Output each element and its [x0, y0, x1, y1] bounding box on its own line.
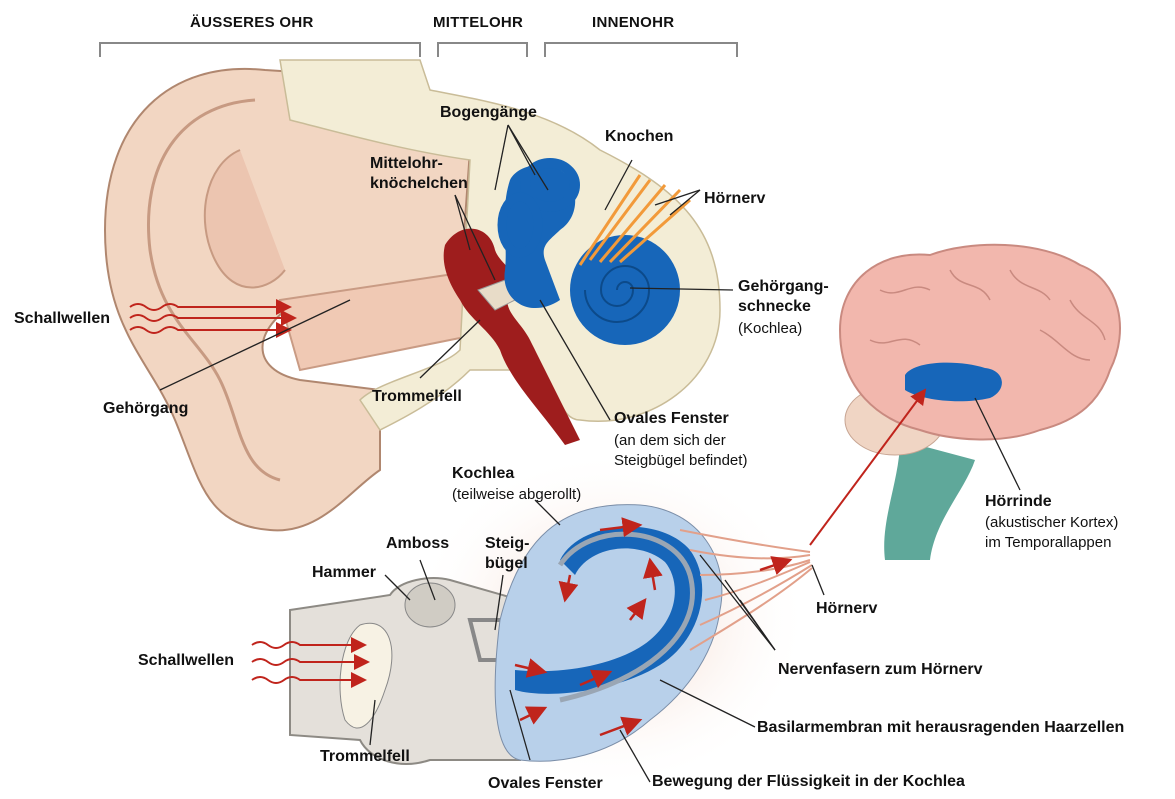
- label-trommelfell-top: Trommelfell: [372, 388, 462, 406]
- label-mittelohr-line1: Mittelohr-: [370, 155, 443, 173]
- label-trommelfell-bottom: Trommelfell: [320, 748, 410, 766]
- label-kochlea-bottom: Kochlea: [452, 465, 514, 483]
- label-bogengaenge: Bogengänge: [440, 104, 537, 122]
- label-ovales-fenster-note2: Steigbügel befindet): [614, 452, 747, 469]
- label-hoerrinde-note1: (akustischer Kortex): [985, 514, 1118, 531]
- label-schallwellen-bottom: Schallwellen: [138, 652, 234, 670]
- label-nervenfasern: Nervenfasern zum Hörnerv: [778, 661, 983, 679]
- label-mittelohr-line2: knöchelchen: [370, 175, 468, 193]
- section-brackets: [100, 43, 737, 57]
- label-ovales-fenster-bottom: Ovales Fenster: [488, 775, 603, 793]
- header-middle-ear: MITTELOHR: [433, 14, 523, 31]
- label-bewegung: Bewegung der Flüssigkeit in der Kochlea: [652, 773, 965, 791]
- label-schallwellen-top: Schallwellen: [14, 310, 110, 328]
- label-hoernerv-bottom: Hörnerv: [816, 600, 877, 618]
- label-steig-line2: bügel: [485, 555, 528, 573]
- label-amboss: Amboss: [386, 535, 449, 553]
- label-steig-line1: Steig-: [485, 535, 529, 553]
- label-gehoergang: Gehörgang: [103, 400, 188, 418]
- label-ovales-fenster-top: Ovales Fenster: [614, 410, 729, 428]
- label-kochlea-note: (teilweise abgerollt): [452, 486, 581, 503]
- label-hoerrinde-note2: im Temporallappen: [985, 534, 1111, 551]
- label-kochlea-paren: (Kochlea): [738, 320, 802, 337]
- label-gehoergang-schnecke-line1: Gehörgang-: [738, 278, 829, 296]
- label-knochen: Knochen: [605, 128, 673, 146]
- header-inner-ear: INNENOHR: [592, 14, 674, 31]
- label-hoerrinde: Hörrinde: [985, 493, 1052, 511]
- label-hammer: Hammer: [312, 564, 376, 582]
- label-hoernerv-top: Hörnerv: [704, 190, 765, 208]
- label-ovales-fenster-note1: (an dem sich der: [614, 432, 726, 449]
- label-basilarmembran: Basilarmembran mit herausragenden Haarze…: [757, 719, 1124, 737]
- brain: [840, 245, 1120, 560]
- label-gehoergang-schnecke-line2: schnecke: [738, 298, 811, 316]
- header-outer-ear: ÄUSSERES OHR: [190, 14, 314, 31]
